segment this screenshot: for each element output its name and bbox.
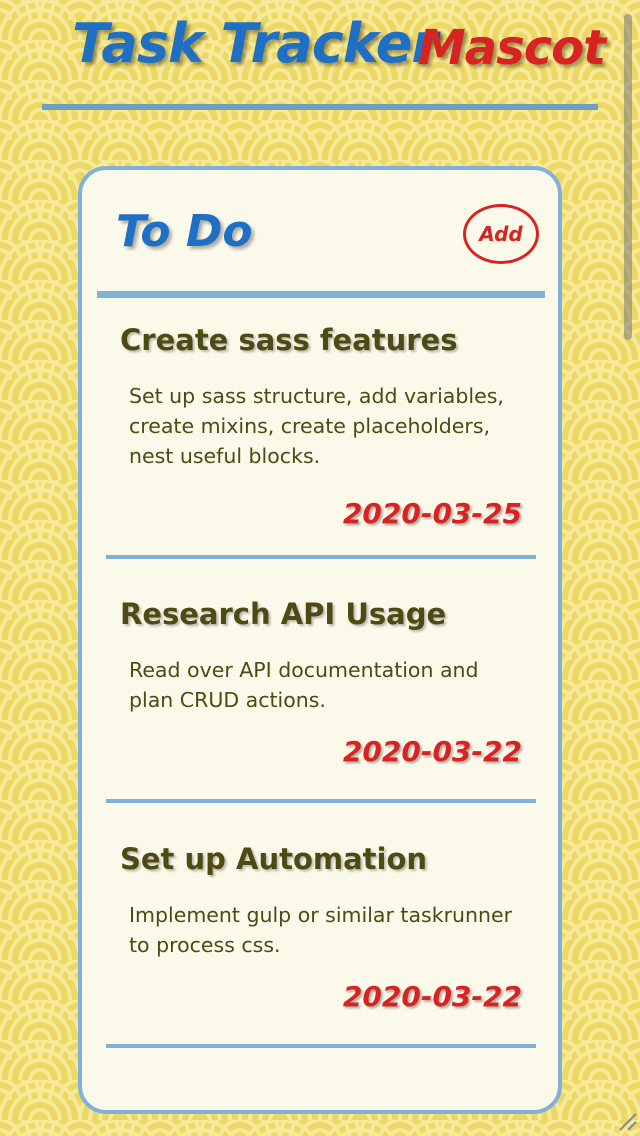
todo-header-divider [97,291,545,298]
task-due-date: 2020-03-22 [342,980,522,1013]
resize-grip-icon[interactable] [614,1108,638,1132]
header-divider [42,104,598,110]
scrollbar[interactable] [624,14,632,340]
task-description: Read over API documentation and plan CRU… [129,658,479,712]
todo-title: To Do [116,206,253,257]
task-due-date: 2020-03-22 [342,735,522,768]
mascot-label: Mascot [418,20,606,76]
todo-card: To Do Add Create sass features Set up sa… [78,166,562,1114]
add-task-button[interactable]: Add [463,204,539,264]
task-divider [106,555,536,559]
task-due-date: 2020-03-25 [342,497,522,530]
task-title: Create sass features [120,323,458,357]
task-divider [106,1044,536,1048]
task-title: Research API Usage [120,597,447,631]
task-title: Set up Automation [120,842,428,876]
app-header: Task Tracker Mascot [0,0,640,100]
app-title: Task Tracker [72,12,438,75]
task-divider [106,799,536,803]
task-description: Set up sass structure, add variables, cr… [129,384,504,468]
task-description: Implement gulp or similar taskrunner to … [129,903,513,957]
